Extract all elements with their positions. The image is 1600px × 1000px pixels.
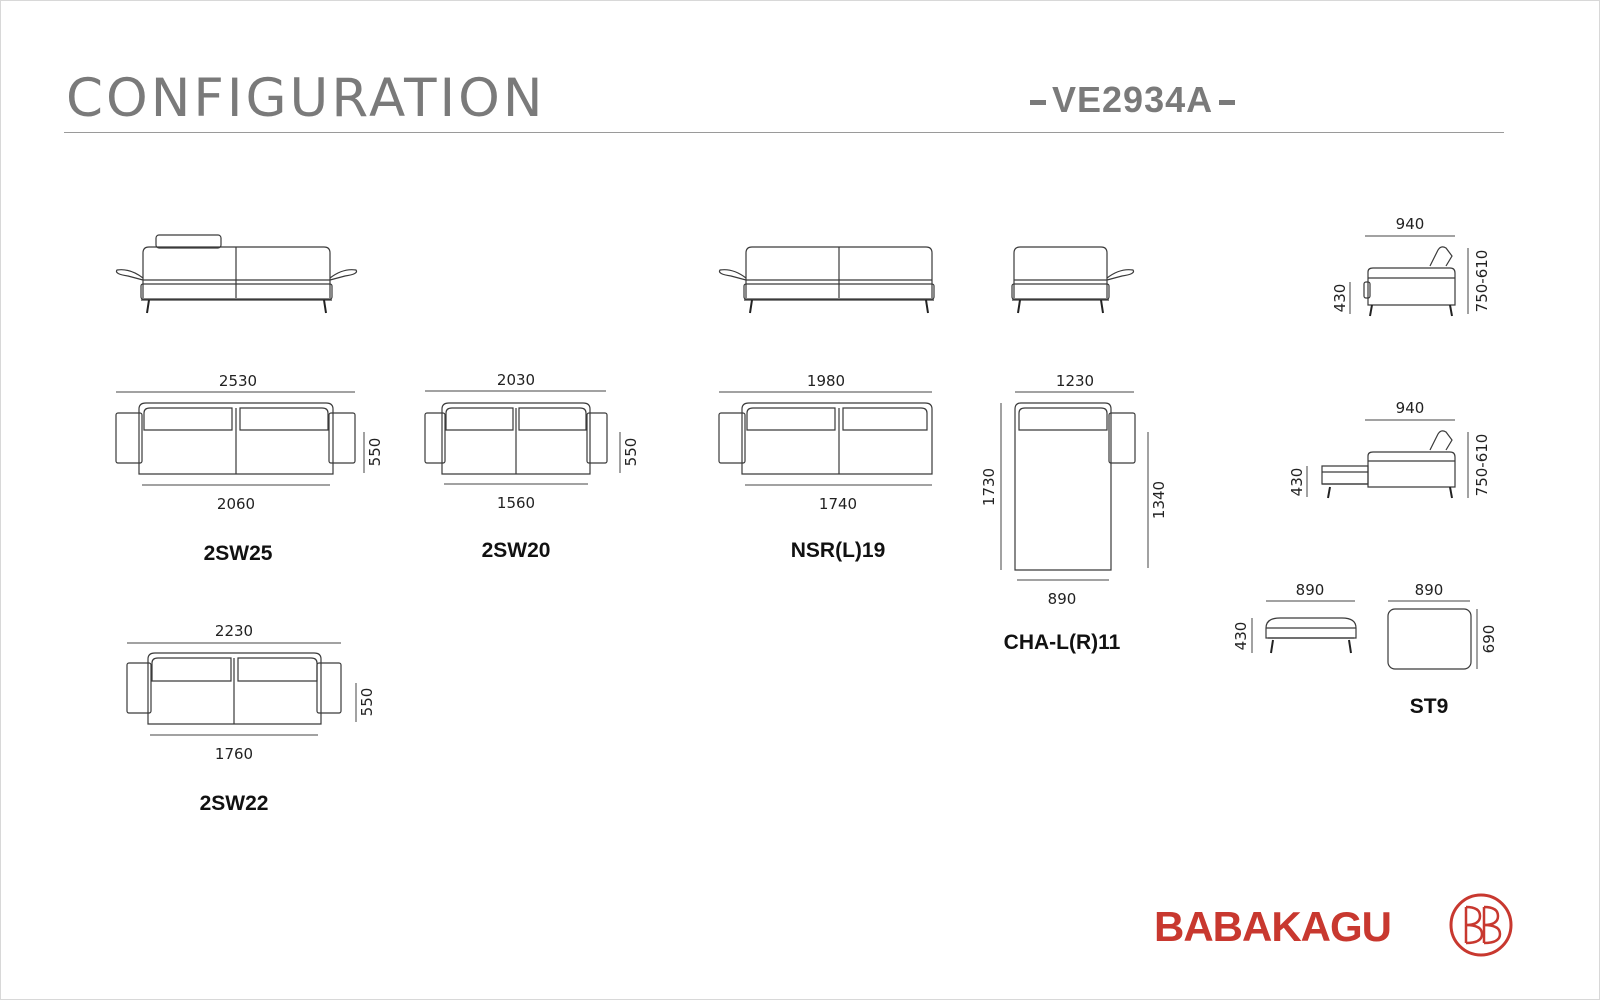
- 2sw20-label: 2SW20: [482, 539, 551, 562]
- model-code: VE2934A: [1024, 79, 1241, 121]
- nsr19-top-width-dim: 1980: [807, 372, 845, 390]
- 2sw20-bottom-width-dim: 1560: [497, 494, 535, 512]
- side1-seat-dim: 430: [1331, 284, 1349, 313]
- side-view-1: 940 430 750-610: [1331, 215, 1491, 317]
- bb-monogram-icon: [1449, 893, 1513, 957]
- 2sw25-depth-dim: 550: [366, 438, 384, 467]
- nsr19-bottom-width-dim: 1740: [819, 495, 857, 513]
- cha11-bottom-width-dim: 890: [1048, 590, 1077, 608]
- side-view-2: 940 430 750-610: [1288, 399, 1491, 499]
- st9-side-height-dim: 430: [1232, 622, 1250, 651]
- cha11-right-length-dim: 1340: [1150, 481, 1168, 519]
- st9-top-width-dim: 890: [1415, 581, 1444, 599]
- 2sw20-top-width-dim: 2030: [497, 371, 535, 389]
- 2sw20-depth-dim: 550: [622, 438, 640, 467]
- dash-left-icon: [1030, 99, 1046, 105]
- 2sw22-top-width-dim: 2230: [215, 622, 253, 640]
- 2sw22-label: 2SW22: [200, 792, 269, 815]
- st9-label: ST9: [1410, 695, 1449, 718]
- top-view-cha11: 1230 1730 1340 890 CHA-L(R)11: [980, 372, 1168, 654]
- 2sw25-bottom-width-dim: 2060: [217, 495, 255, 513]
- side2-seat-dim: 430: [1288, 468, 1306, 497]
- 2sw22-bottom-width-dim: 1760: [215, 745, 253, 763]
- 2sw25-label: 2SW25: [204, 542, 273, 565]
- page-title: CONFIGURATION: [66, 68, 546, 129]
- nsr19-label: NSR(L)19: [791, 539, 886, 562]
- side2-depth-dim: 940: [1396, 399, 1425, 417]
- top-view-2sw20: 2030 1560 550 2SW20: [424, 371, 640, 562]
- top-view-2sw22: 2230 1760 550 2SW22: [126, 622, 376, 815]
- header-divider: [64, 132, 1504, 133]
- side1-depth-dim: 940: [1396, 215, 1425, 233]
- front-view-nsr19: [718, 246, 935, 314]
- dash-right-icon: [1219, 99, 1236, 105]
- st9-side-width-dim: 890: [1296, 581, 1325, 599]
- cha11-label: CHA-L(R)11: [1004, 631, 1121, 654]
- side2-height-dim: 750-610: [1473, 434, 1491, 497]
- brand-name: BABAKAGU: [1154, 903, 1391, 950]
- top-view-2sw25: 2530 2060 550 2SW25: [115, 372, 384, 565]
- cha11-left-length-dim: 1730: [980, 468, 998, 506]
- top-view-nsr19: 1980 1740 NSR(L)19: [718, 372, 933, 562]
- front-view-cha11: [1011, 246, 1135, 314]
- cha11-top-width-dim: 1230: [1056, 372, 1094, 390]
- 2sw22-depth-dim: 550: [358, 688, 376, 717]
- st9-top-depth-dim: 690: [1480, 625, 1498, 654]
- model-code-text: VE2934A: [1052, 79, 1214, 120]
- front-view-2sw25: [115, 234, 358, 314]
- side1-height-dim: 750-610: [1473, 250, 1491, 313]
- 2sw25-top-width-dim: 2530: [219, 372, 257, 390]
- ottoman-st9: 890 430 890 690 ST9: [1232, 581, 1498, 718]
